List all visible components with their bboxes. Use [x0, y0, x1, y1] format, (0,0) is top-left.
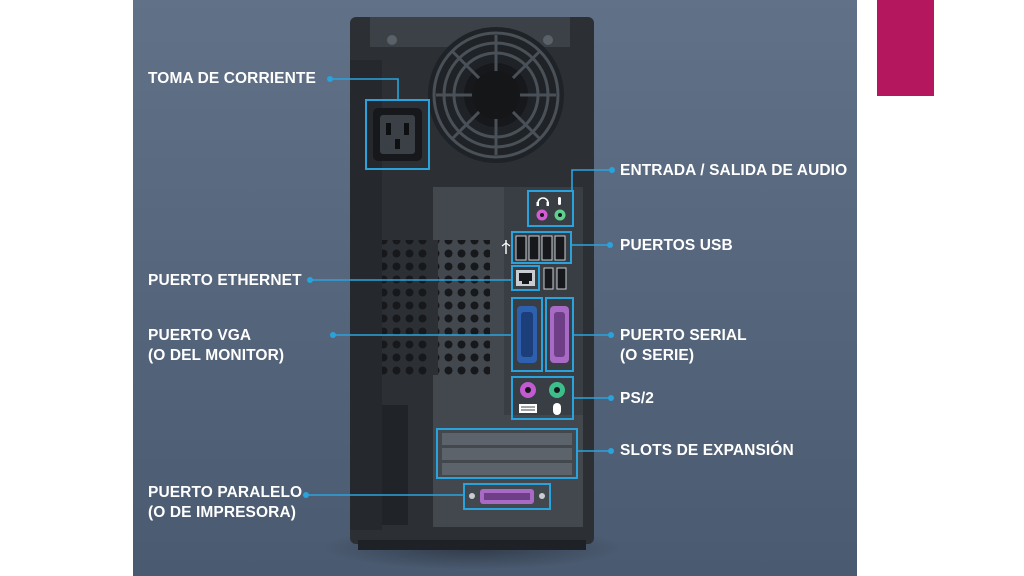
fan-icon	[428, 27, 564, 163]
accent-block	[877, 0, 934, 96]
mouse-icon	[549, 382, 565, 415]
label-audio: ENTRADA / SALIDA DE AUDIO	[620, 162, 848, 179]
vga-icon	[511, 297, 543, 372]
audio-ports	[527, 190, 574, 227]
ventilation-grille	[382, 240, 490, 525]
callout-lines	[306, 78, 612, 496]
keyboard-icon	[519, 382, 537, 413]
expansion-slots	[436, 428, 578, 479]
label-vga: PUERTO VGA (O DEL MONITOR)	[148, 327, 285, 364]
parallel-port-icon	[463, 483, 551, 510]
label-parallel: PUERTO PARALELO (O DE IMPRESORA)	[148, 484, 303, 521]
usb-icon	[501, 240, 511, 254]
ethernet-icon	[511, 265, 540, 291]
label-usb: PUERTOS USB	[620, 237, 733, 254]
label-slots: SLOTS DE EXPANSIÓN	[620, 442, 794, 459]
usb-ports	[501, 231, 572, 290]
label-ethernet: PUERTO ETHERNET	[148, 272, 302, 289]
callout-dots	[303, 76, 615, 498]
label-power: TOMA DE CORRIENTE	[148, 70, 316, 87]
label-serial: PUERTO SERIAL (O SERIE)	[620, 327, 747, 364]
label-ps2: PS/2	[620, 390, 655, 407]
headphone-icon	[536, 197, 549, 206]
power-socket-icon	[365, 99, 430, 170]
microphone-icon	[558, 197, 561, 205]
